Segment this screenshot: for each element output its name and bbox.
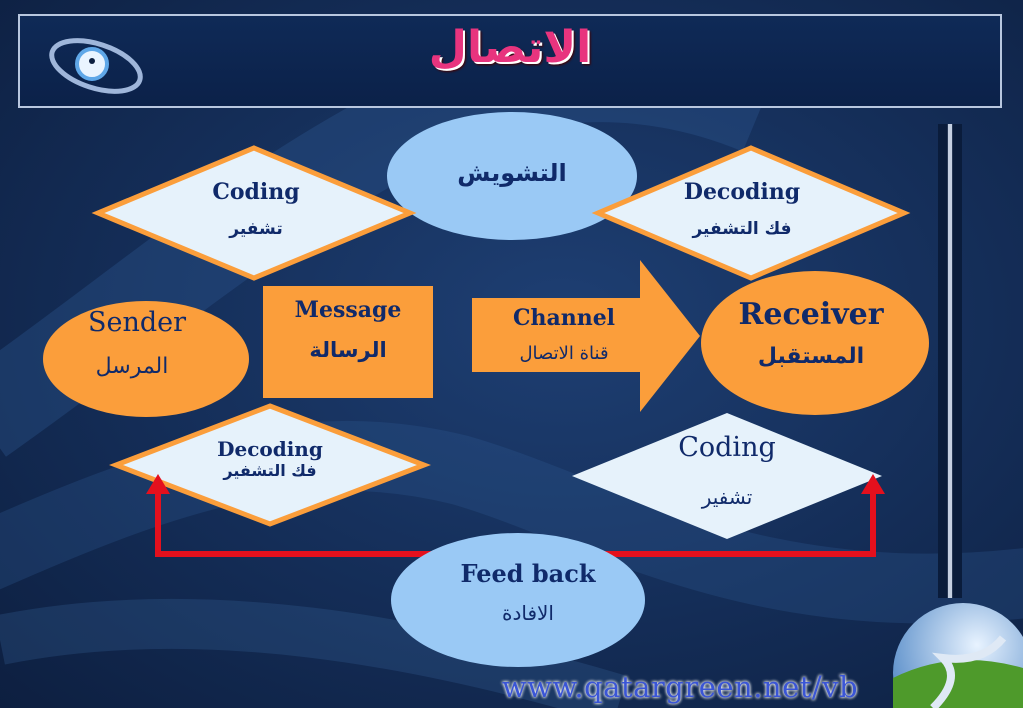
receiver-arabic: المستقبل xyxy=(757,344,865,369)
channel-arrow xyxy=(472,260,700,412)
corner-landscape-image xyxy=(893,603,1023,708)
noise-ellipse xyxy=(387,112,637,240)
right-vertical-bar xyxy=(938,124,962,598)
decoding-top-diamond xyxy=(591,145,911,281)
decoding-top-arabic: فك التشفير xyxy=(692,219,792,239)
message-box xyxy=(263,286,433,398)
coding-bottom-diamond xyxy=(572,413,882,539)
page-title: الاتصال xyxy=(428,22,592,73)
channel-label: Channel xyxy=(512,305,616,331)
coding-bottom-label: Coding xyxy=(678,432,776,463)
receiver-label: Receiver xyxy=(738,297,884,332)
receiver-ellipse xyxy=(701,271,929,415)
sender-ellipse xyxy=(43,301,249,417)
title-bar xyxy=(18,14,1002,108)
website-url-link[interactable]: www.qatargreen.net/vb xyxy=(501,670,859,704)
coding-top-label: Coding xyxy=(212,179,300,205)
sender-arabic: المرسل xyxy=(95,354,169,379)
sender-label: Sender xyxy=(87,307,187,338)
feedback-arabic: الافادة xyxy=(501,601,554,625)
decoding-bottom-diamond xyxy=(109,403,431,527)
coding-top-arabic: تشفير xyxy=(229,219,283,239)
feedback-arrow xyxy=(146,474,885,557)
logo-icon xyxy=(49,38,143,94)
channel-arabic: قناة الاتصال xyxy=(519,343,609,364)
decoding-top-label: Decoding xyxy=(683,179,801,205)
decoding-bottom-label: Decoding xyxy=(217,437,323,461)
coding-top-diamond xyxy=(91,145,417,281)
feedback-label: Feed back xyxy=(460,559,596,588)
noise-label: التشويش xyxy=(457,159,567,187)
message-arabic: الرسالة xyxy=(309,338,387,362)
feedback-ellipse xyxy=(391,533,645,667)
message-label: Message xyxy=(294,297,402,323)
decoding-bottom-arabic: فك التشفير xyxy=(223,461,317,480)
coding-bottom-arabic: تشفير xyxy=(701,485,753,509)
